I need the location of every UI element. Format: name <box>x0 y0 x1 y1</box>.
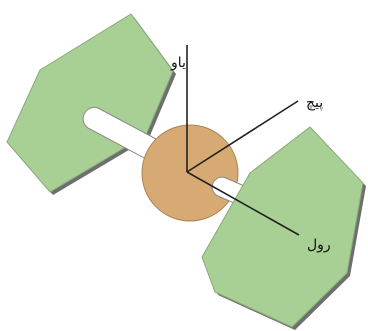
roll-axis <box>186 171 300 236</box>
yaw-axis-label: یاو <box>171 55 186 71</box>
axes <box>186 45 300 236</box>
left-rod <box>82 106 159 161</box>
pitch-axis <box>186 100 299 173</box>
left-rod-shape <box>82 106 159 161</box>
pitch-axis-label: پیچ <box>306 95 324 111</box>
roll-axis-label: رول <box>307 237 331 253</box>
right-panel-face <box>201 126 364 328</box>
right-solar-panel <box>201 126 366 330</box>
